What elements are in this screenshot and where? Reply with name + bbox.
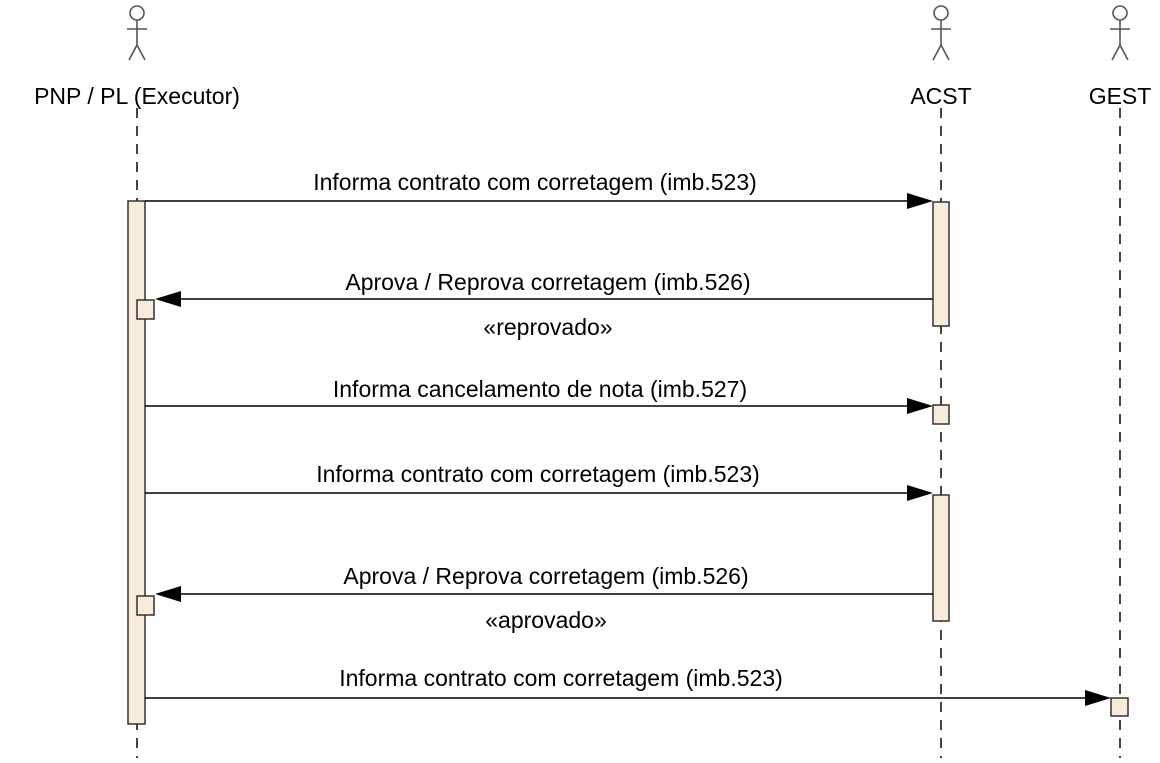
actor-label-acst: ACST bbox=[910, 83, 971, 109]
message-label-4: Informa contrato com corretagem (imb.523… bbox=[316, 461, 760, 487]
activation-executor-1 bbox=[136, 299, 155, 320]
activation-executor-main bbox=[127, 200, 146, 725]
message-label-2: Aprova / Reprova corretagem (imb.526) bbox=[345, 269, 750, 295]
activation-acst-2 bbox=[932, 404, 950, 425]
actor-icon-executor bbox=[127, 5, 147, 61]
arrowhead-5 bbox=[155, 586, 181, 602]
actor-label-gest: GEST bbox=[1089, 83, 1152, 109]
actor-icon-acst bbox=[931, 5, 951, 61]
message-label-3: Informa cancelamento de nota (imb.527) bbox=[333, 376, 747, 402]
actor-icon-gest bbox=[1110, 5, 1130, 61]
arrowhead-2 bbox=[155, 291, 181, 307]
message-stereotype-2: «reprovado» bbox=[483, 314, 612, 340]
activation-executor-2 bbox=[136, 595, 155, 616]
arrowhead-3 bbox=[907, 398, 933, 414]
arrowhead-6 bbox=[1085, 690, 1111, 706]
arrowhead-1 bbox=[907, 193, 933, 209]
message-label-1: Informa contrato com corretagem (imb.523… bbox=[313, 169, 757, 195]
message-label-5: Aprova / Reprova corretagem (imb.526) bbox=[343, 563, 748, 589]
activation-acst-3 bbox=[932, 494, 950, 622]
message-stereotype-5: «aprovado» bbox=[485, 607, 607, 633]
arrowhead-4 bbox=[907, 485, 933, 501]
activation-acst-1 bbox=[932, 201, 950, 327]
activation-gest-1 bbox=[1110, 697, 1129, 717]
actor-label-executor: PNP / PL (Executor) bbox=[34, 83, 240, 109]
message-label-6: Informa contrato com corretagem (imb.523… bbox=[339, 665, 783, 691]
